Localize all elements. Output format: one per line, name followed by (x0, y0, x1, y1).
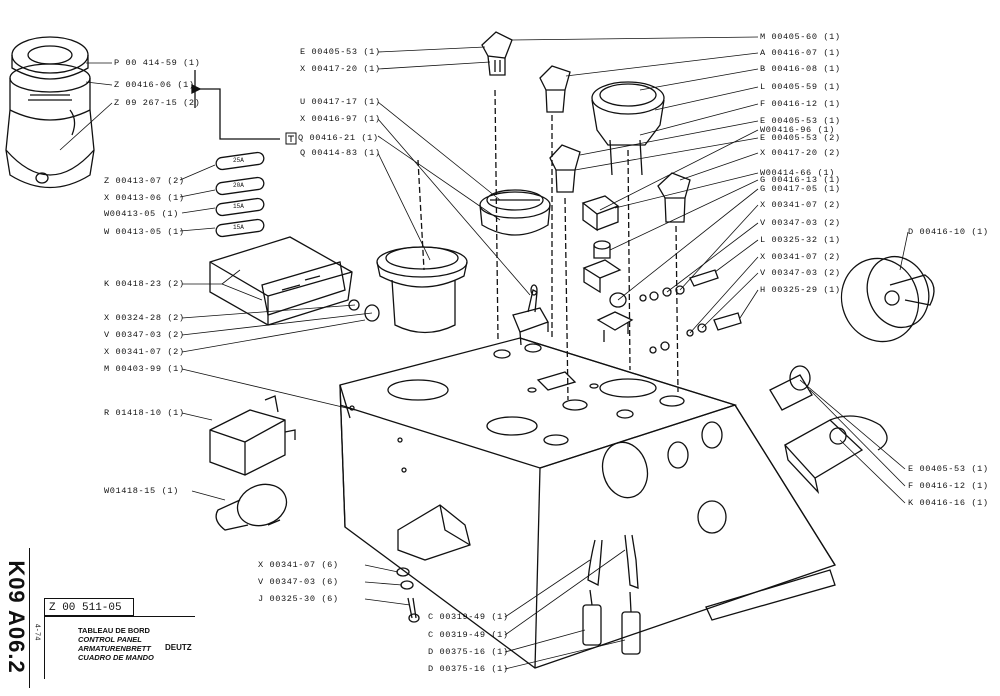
indicator-lamp-2 (539, 65, 571, 340)
gauge-housing-exploded (5, 36, 95, 189)
callout-r-10: W00414-66 (1) (760, 168, 835, 178)
round-gauge (479, 189, 551, 236)
callout-b-2: V 00347-03 (6) (258, 577, 339, 587)
title-block (44, 616, 195, 679)
callout-r-15: L 00325-32 (1) (760, 235, 841, 245)
indicator-lamp-4 (657, 172, 691, 393)
callout-cl-3: U 00417-17 (1) (300, 97, 381, 107)
side-rotary (769, 365, 813, 411)
callout-r-8: E 00405-53 (2) (760, 133, 841, 143)
callout-left-5: M 00403-99 (1) (104, 364, 185, 374)
callout-b-4: C 00319-49 (1) (428, 612, 509, 622)
part-code: Z 00 511-05 (44, 598, 134, 616)
callout-left-2: X 00324-28 (2) (104, 313, 185, 323)
title-de: ARMATURENBRETT (78, 644, 151, 653)
title-fr: TABLEAU DE BORD (78, 626, 150, 635)
callout-tl-2: Z 00416-06 (1) (114, 80, 195, 90)
callout-tl-3: Z 09 267-15 (2) (114, 98, 201, 108)
buzzer (215, 483, 288, 531)
sheet-side-code: K09 A06.2 (3, 548, 30, 688)
callout-r-9: X 00417-20 (2) (760, 148, 841, 158)
terminal-icon (285, 132, 297, 145)
sheet-date: 4-74 (32, 623, 41, 641)
callout-fuse-1: Z 00413-07 (2) (104, 176, 185, 186)
callout-r-14: V 00347-03 (2) (760, 218, 841, 228)
gauge-cup (376, 159, 468, 334)
fuse-rating-2: 20A (233, 182, 244, 189)
callout-r-4: L 00405-59 (1) (760, 82, 841, 92)
push-switch (582, 240, 622, 294)
callout-fuse-4: W 00413-05 (1) (104, 227, 185, 237)
callout-b-3: J 00325-30 (6) (258, 594, 339, 604)
callout-r-5: F 00416-12 (1) (760, 99, 841, 109)
callout-left-6: R 01418-10 (1) (104, 408, 185, 418)
callout-tl-1: P 00 414-59 (1) (114, 58, 201, 68)
connectors-bottom (582, 534, 641, 655)
callout-cl-5: Q 00416-21 (1) (298, 133, 379, 143)
large-knob (840, 255, 935, 343)
fuses (215, 151, 265, 238)
round-meter (591, 81, 665, 371)
leader-lines (59, 36, 909, 670)
callout-b-1: X 00341-07 (6) (258, 560, 339, 570)
indicator-lamp-1 (481, 31, 513, 341)
callout-fuse-3: W00413-05 (1) (104, 209, 179, 219)
callout-left-4: X 00341-07 (2) (104, 347, 185, 357)
title-en: CONTROL PANEL (78, 635, 142, 644)
fuse-rating-1: 25A (233, 157, 244, 164)
key-switch (596, 292, 634, 342)
main-housing (339, 337, 836, 669)
callout-r-16: X 00341-07 (2) (760, 252, 841, 262)
fuse-rating-4: 15A (233, 224, 244, 231)
callout-r-18: H 00325-29 (1) (760, 285, 841, 295)
callout-b-5: C 00319-49 (1) (428, 630, 509, 640)
callout-cl-1: E 00405-53 (1) (300, 47, 381, 57)
fuse-holder (209, 236, 380, 326)
callout-r-7: W00416-96 (1) (760, 125, 835, 135)
relay (209, 395, 296, 476)
toggle-switch (512, 284, 549, 346)
callout-r-3: B 00416-08 (1) (760, 64, 841, 74)
callout-left-1: K 00418-23 (2) (104, 279, 185, 289)
callout-cl-2: X 00417-20 (1) (300, 64, 381, 74)
title-es: CUADRO DE MANDO (78, 653, 154, 662)
callout-r-12: G 00417-05 (1) (760, 184, 841, 194)
manufacturer: DEUTZ (165, 643, 192, 652)
callout-cl-4: X 00416-97 (1) (300, 114, 381, 124)
fuse-rating-3: 15A (233, 203, 244, 210)
sheet-titles: TABLEAU DE BORD CONTROL PANEL ARMATURENB… (78, 626, 154, 662)
callout-r-6: E 00405-53 (1) (760, 116, 841, 126)
callout-r-2: A 00416-07 (1) (760, 48, 841, 58)
callout-r-1: M 00405-60 (1) (760, 32, 841, 42)
callout-b-7: D 00375-16 (1) (428, 664, 509, 674)
callout-fr-2: E 00405-53 (1) (908, 464, 989, 474)
fasteners-right (639, 269, 742, 354)
callout-cl-6: Q 00414-83 (1) (300, 148, 381, 158)
callout-fr-4: K 00416-16 (1) (908, 498, 989, 508)
indicator-lamp-3 (549, 144, 581, 401)
callout-r-13: X 00341-07 (2) (760, 200, 841, 210)
rocker-switch (581, 195, 620, 232)
callout-left-7: W01418-15 (1) (104, 486, 179, 496)
callout-r-11: G 00416-13 (1) (760, 175, 841, 185)
callout-fr-3: F 00416-12 (1) (908, 481, 989, 491)
callout-b-6: D 00375-16 (1) (428, 647, 509, 657)
callout-left-3: V 00347-03 (2) (104, 330, 185, 340)
side-switch (783, 415, 888, 495)
callout-fuse-2: X 00413-06 (1) (104, 193, 185, 203)
callout-r-17: V 00347-03 (2) (760, 268, 841, 278)
callout-fr-1: D 00416-10 (1) (908, 227, 989, 237)
